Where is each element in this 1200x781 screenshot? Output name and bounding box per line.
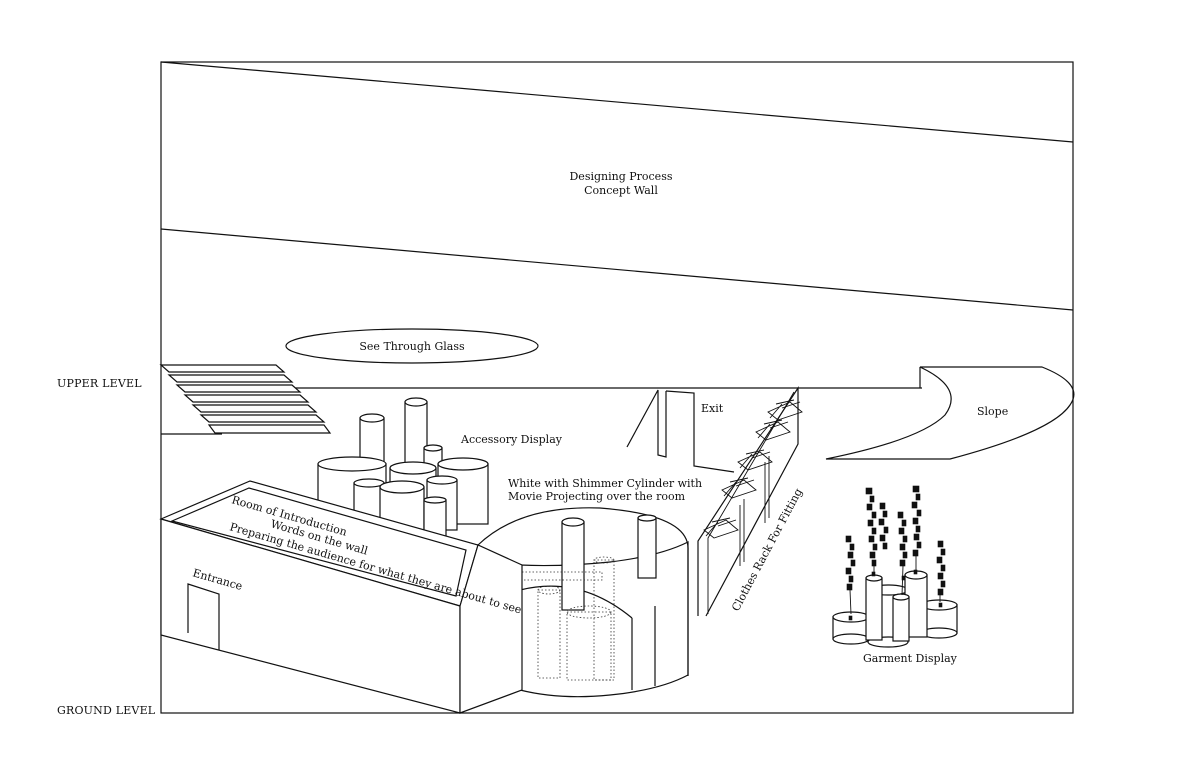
see-through-glass-ellipse [285, 328, 539, 364]
introduction-room [159, 480, 523, 714]
concept-wall-label-line1: Designing Process [569, 170, 672, 183]
ground-level-label: GROUND LEVEL [57, 704, 156, 717]
diagram-frame [160, 61, 1074, 714]
accessory-display-label: Accessory Display [460, 433, 563, 446]
garment-display [832, 485, 958, 648]
shimmer-cylinder-room [477, 507, 689, 698]
cylinder-label-line2: Movie Projecting over the room [508, 490, 686, 503]
exit-label: Exit [701, 402, 724, 415]
concept-wall-label-line2: Concept Wall [584, 184, 658, 197]
clothes-rack-label: Clothes Rack For Fitting [729, 486, 805, 613]
clothes-rack [697, 385, 803, 617]
slope-ramp [825, 366, 1075, 460]
see-through-glass-label: See Through Glass [359, 340, 465, 353]
cylinder-label-line1: White with Shimmer Cylinder with [508, 477, 702, 490]
concept-wall-top-edge [160, 61, 1074, 143]
stairs [159, 364, 332, 434]
accessory-display-cylinders [317, 397, 489, 541]
exit-wall [626, 389, 735, 473]
upper-level-label: UPPER LEVEL [57, 377, 142, 390]
slope-label: Slope [977, 405, 1008, 418]
garment-display-label: Garment Display [863, 652, 958, 665]
concept-wall-bottom-edge [160, 228, 1074, 311]
